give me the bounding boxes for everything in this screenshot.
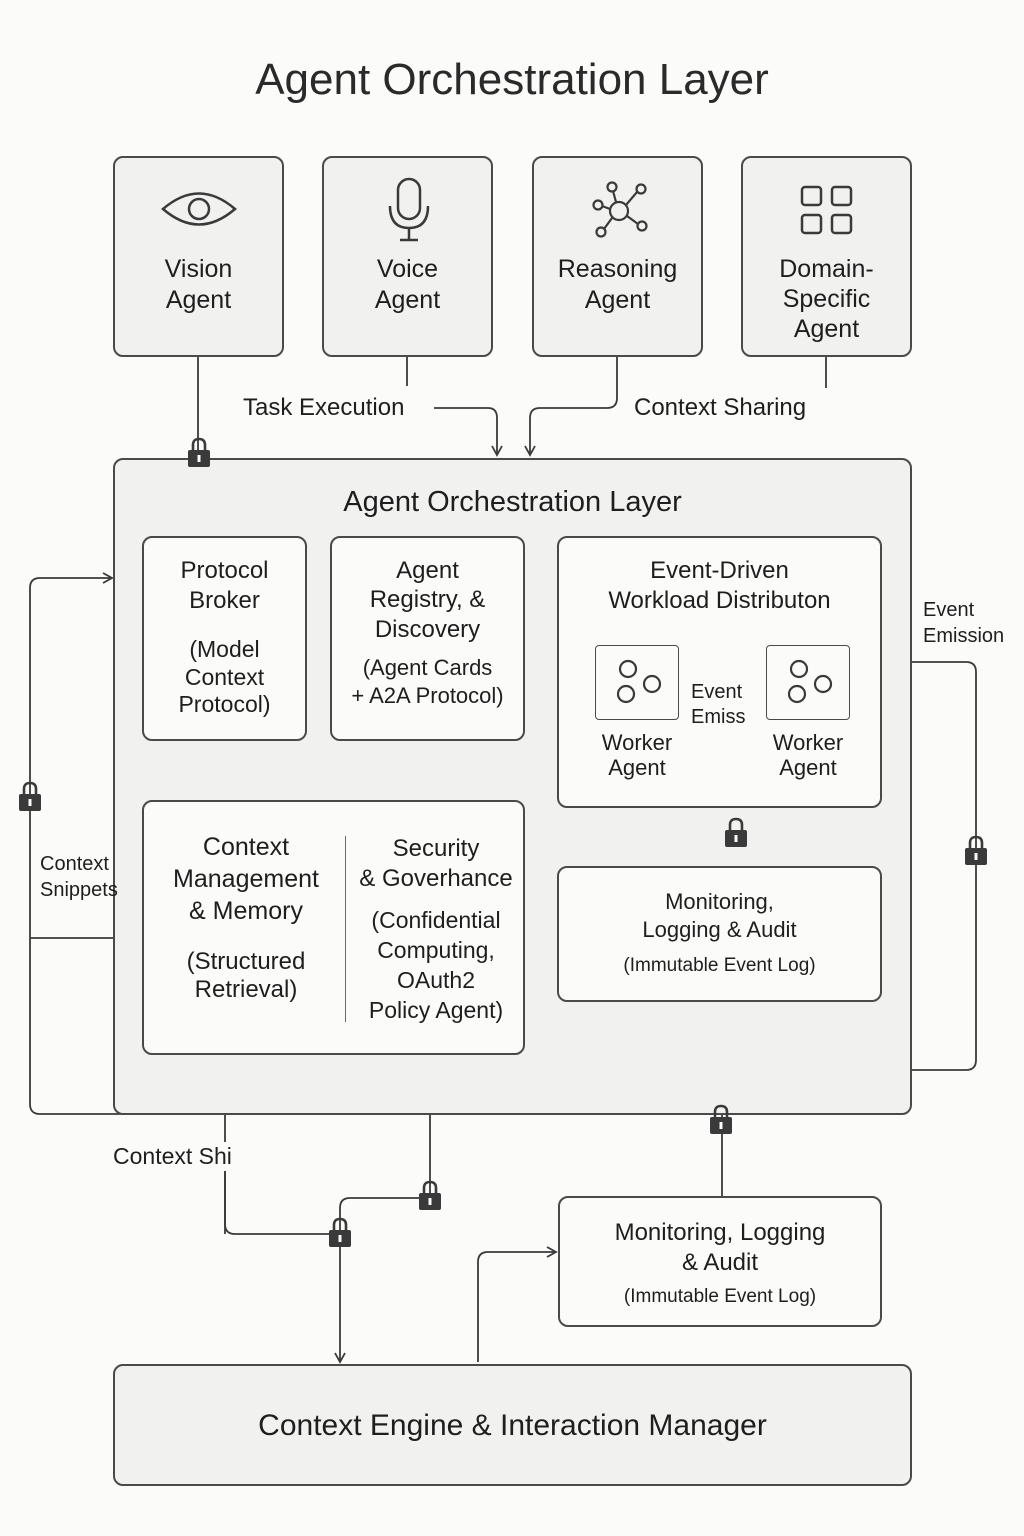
- worker-agent-left-label: Worker Agent: [601, 730, 673, 780]
- worker-agent-right-label: Worker Agent: [772, 730, 844, 780]
- monitoring-outer-title: Monitoring, Logging & Audit: [614, 1219, 826, 1276]
- context-shift-line: [224, 1170, 340, 1235]
- grid-icon: [800, 185, 853, 235]
- orchestration-layer-title: Agent Orchestration Layer: [343, 486, 682, 518]
- domain-specific-agent-label: Domain- Specific Agent: [779, 255, 874, 343]
- reasoning-agent-box: Reasoning Agent: [532, 156, 703, 357]
- reasoning-agent-label: Reasoning Agent: [557, 255, 678, 315]
- worker-dots-icon: [787, 659, 833, 704]
- context-security-box: Context Management & Memory (Structured …: [142, 800, 525, 1055]
- event-driven-title: Event-Driven Workload Distributon: [608, 557, 831, 614]
- worker-dots-icon: [616, 659, 662, 704]
- lock-icon: [419, 1180, 441, 1210]
- task-execution-arrow: [434, 407, 503, 457]
- monitoring-inner-title: Monitoring, Logging & Audit: [642, 889, 797, 942]
- worker-agent-left-icon-box: [595, 645, 679, 720]
- lock-icon: [188, 437, 210, 467]
- domain-specific-agent-box: Domain- Specific Agent: [741, 156, 912, 357]
- voice-agent-box: Voice Agent: [322, 156, 493, 357]
- context-shi-label: Context Shi: [113, 1142, 238, 1171]
- page-title: Agent Orchestration Layer: [255, 55, 769, 104]
- worker-agent-right-icon-box: [766, 645, 850, 720]
- reasoning-agent-arrow: [524, 357, 618, 457]
- context-snippets-label: Context Snippets: [40, 853, 118, 901]
- lock-icon: [329, 1217, 351, 1247]
- monitoring-outer-box: Monitoring, Logging & Audit (Immutable E…: [558, 1196, 882, 1327]
- event-emission-label: Event Emission: [923, 599, 1005, 647]
- security-governance-sub: (Confidential Computing, OAuth2 Policy A…: [368, 907, 504, 1023]
- protocol-broker-title: Protocol Broker: [180, 557, 269, 614]
- security-governance-title: Security & Goverhance: [359, 835, 513, 893]
- context-management-sub: (Structured Retrieval): [186, 948, 306, 1004]
- lock-icon: [725, 817, 747, 847]
- context-sharing-label: Context Sharing: [634, 394, 807, 421]
- eye-icon: [161, 192, 237, 226]
- context-engine-title: Context Engine & Interaction Manager: [258, 1409, 767, 1442]
- microphone-icon: [388, 177, 430, 242]
- lock-icon: [965, 835, 987, 865]
- vision-agent-label: Vision Agent: [164, 255, 233, 315]
- lock-icon: [19, 781, 41, 811]
- protocol-broker-box: Protocol Broker (Model Context Protocol): [142, 536, 307, 741]
- engine-to-monitoring-arrow: [477, 1246, 558, 1362]
- agent-registry-title: Agent Registry, & Discovery: [369, 557, 486, 643]
- event-emission-inner-label: Event Emiss: [691, 681, 746, 728]
- monitoring-outer-sub: (Immutable Event Log): [623, 1286, 817, 1307]
- agent-registry-sub: (Agent Cards + A2A Protocol): [351, 655, 504, 708]
- vision-agent-box: Vision Agent: [113, 156, 284, 357]
- protocol-broker-sub: (Model Context Protocol): [178, 636, 271, 718]
- voice-agent-label: Voice Agent: [374, 255, 441, 315]
- agent-registry-box: Agent Registry, & Discovery (Agent Cards…: [330, 536, 525, 741]
- context-management-title: Context Management & Memory: [173, 833, 319, 925]
- task-execution-label: Task Execution: [243, 394, 405, 421]
- context-engine-box: Context Engine & Interaction Manager: [113, 1364, 912, 1486]
- network-icon: [592, 181, 648, 238]
- lock-icon: [710, 1104, 732, 1134]
- monitoring-inner-box: Monitoring, Logging & Audit (Immutable E…: [557, 866, 882, 1002]
- monitoring-inner-sub: (Immutable Event Log): [623, 955, 816, 976]
- context-security-divider: [345, 836, 346, 1022]
- event-driven-box: Event-Driven Workload Distributon Event …: [557, 536, 882, 808]
